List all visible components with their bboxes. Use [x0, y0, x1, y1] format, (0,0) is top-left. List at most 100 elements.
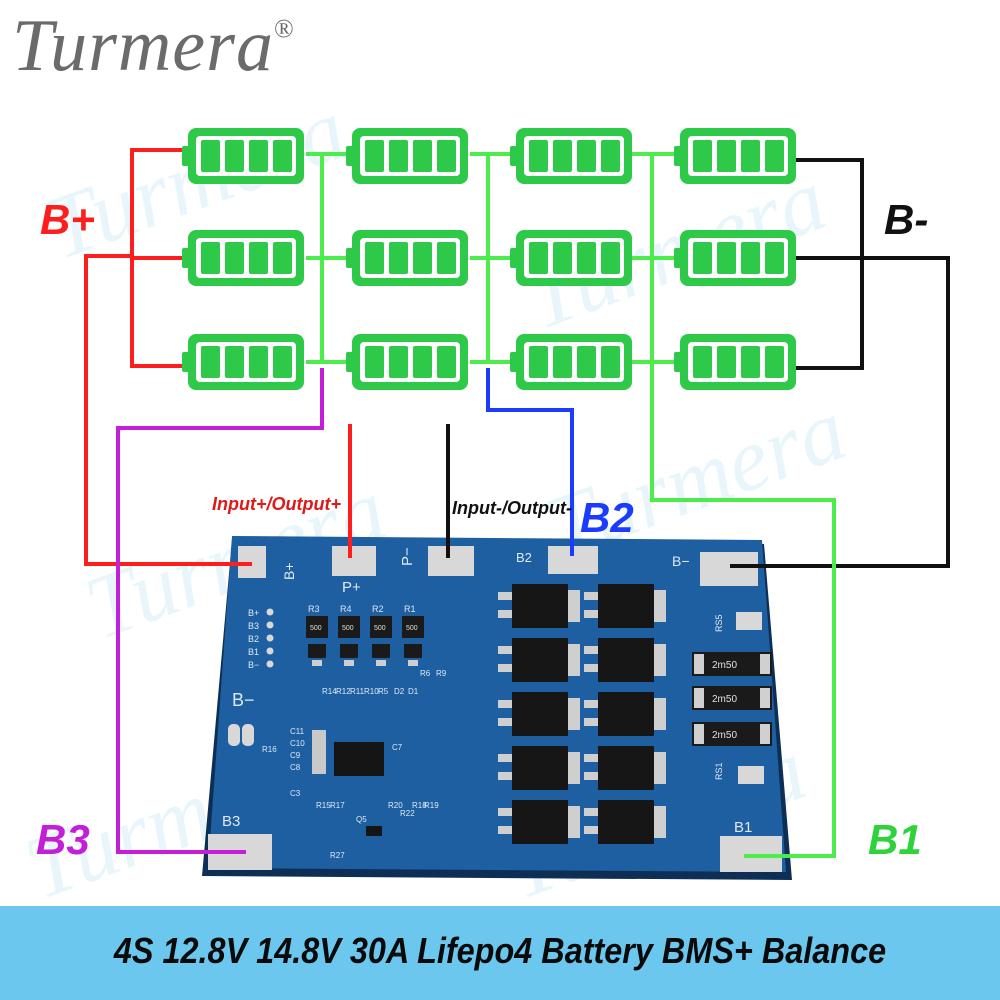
battery-cell: [510, 230, 632, 286]
transistor: [308, 644, 326, 658]
component-label: R19: [424, 801, 439, 810]
label-b2: B2: [580, 494, 634, 541]
battery-cell: [510, 128, 632, 184]
battery-cell: [674, 128, 796, 184]
battery-cell: [674, 230, 796, 286]
pad-label-p-plus: P+: [342, 579, 361, 596]
side-label: B+: [248, 608, 259, 618]
shunt-value: 2m50: [712, 730, 737, 741]
brand-registered-mark: ®: [273, 14, 295, 43]
shunt-resistors: 2m50 2m50 2m50: [692, 612, 772, 784]
mosfet: [598, 800, 654, 844]
component-label: R10: [364, 687, 379, 696]
resistor-label: R3: [308, 604, 320, 614]
component-label: R18: [412, 801, 427, 810]
transistor: [404, 644, 422, 658]
mosfet: [598, 584, 654, 628]
mosfet: [512, 800, 568, 844]
wire-b2: [486, 368, 574, 556]
solder-pad: [738, 766, 764, 784]
battery-cell: [346, 128, 468, 184]
wire-b-plus-to-pad: [84, 254, 252, 566]
resistor-value: 500: [342, 625, 354, 632]
mosfet: [512, 746, 568, 790]
balance-connector-labels: B+ B3 B2 B1 B−: [248, 608, 274, 670]
mosfet: [512, 584, 568, 628]
component-label: Q5: [356, 815, 367, 824]
component-label: R20: [388, 801, 403, 810]
battery-cell: [182, 128, 304, 184]
side-label: B1: [248, 647, 259, 657]
component-label: R12: [336, 687, 351, 696]
label-input-output-negative: Input-/Output-: [452, 498, 572, 518]
board-b-minus-label: B−: [232, 690, 255, 710]
pad-label-b-minus: B−: [672, 553, 690, 569]
wire-b-minus-to-pad: [730, 256, 950, 568]
resistor-value: 500: [310, 625, 322, 632]
component-label: R15: [316, 801, 331, 810]
battery-cell: [182, 334, 304, 390]
mosfet: [598, 746, 654, 790]
footer-title: 4S 12.8V 14.8V 30A Lifepo4 Battery BMS+ …: [113, 930, 887, 971]
resistor-label: R4: [340, 604, 352, 614]
component-label: R5: [378, 687, 389, 696]
label-b-plus: B+: [40, 196, 95, 243]
battery-cell: [346, 230, 468, 286]
footer-banner: [0, 906, 1000, 1000]
transistor: [372, 644, 390, 658]
resistor: [306, 616, 328, 638]
capacitor-bank: [312, 730, 326, 774]
mosfet: [512, 638, 568, 682]
component-label: C7: [392, 743, 403, 752]
battery-cell: [346, 334, 468, 390]
shunt-resistor: [692, 686, 772, 710]
solder-pad: [736, 612, 762, 630]
battery-grid: [182, 128, 796, 390]
component-label: D2: [394, 687, 405, 696]
shunt-value: 2m50: [712, 694, 737, 705]
pad-label-b-plus: B+: [281, 562, 297, 580]
side-label: B2: [248, 634, 259, 644]
wire-b3: [116, 368, 324, 854]
pad-label-p-minus: P−: [399, 547, 416, 566]
label-input-output-positive: Input+/Output+: [212, 494, 341, 514]
pad-label-b2: B2: [516, 550, 532, 565]
shunt-resistor: [692, 722, 772, 746]
brand-logo: Turmera®: [12, 4, 295, 89]
solder-pad: [242, 724, 254, 746]
pad-label-b3: B3: [222, 813, 240, 830]
mosfet: [598, 638, 654, 682]
component-label: R16: [262, 745, 277, 754]
solder-pad: [228, 724, 240, 746]
shunt-resistor: [692, 652, 772, 676]
shunt-label: RS1: [714, 762, 724, 780]
resistor: [402, 616, 424, 638]
label-b-minus: B-: [884, 196, 929, 243]
wire-b1: [650, 362, 836, 858]
side-label: B−: [248, 660, 259, 670]
component-label: R22: [400, 809, 415, 818]
battery-cell: [674, 334, 796, 390]
component-label: C11: [290, 727, 305, 736]
label-b3: B3: [36, 816, 90, 863]
component-label: R14: [322, 687, 337, 696]
shunt-label: RS5: [714, 614, 724, 632]
resistor-label: R2: [372, 604, 384, 614]
component-label: C10: [290, 739, 305, 748]
shunt-value: 2m50: [712, 660, 737, 671]
component-label: C3: [290, 789, 301, 798]
pad-p-plus: [332, 546, 376, 576]
pad-b-minus: [700, 552, 758, 586]
component-label: R9: [436, 669, 447, 678]
label-b1: B1: [868, 816, 922, 863]
mosfet: [598, 692, 654, 736]
component-label: C9: [290, 751, 301, 760]
resistor-label: R1: [404, 604, 416, 614]
resistor: [338, 616, 360, 638]
battery-cell: [510, 334, 632, 390]
battery-cell: [182, 230, 304, 286]
resistor-value: 500: [374, 625, 386, 632]
component-label: C8: [290, 763, 301, 772]
